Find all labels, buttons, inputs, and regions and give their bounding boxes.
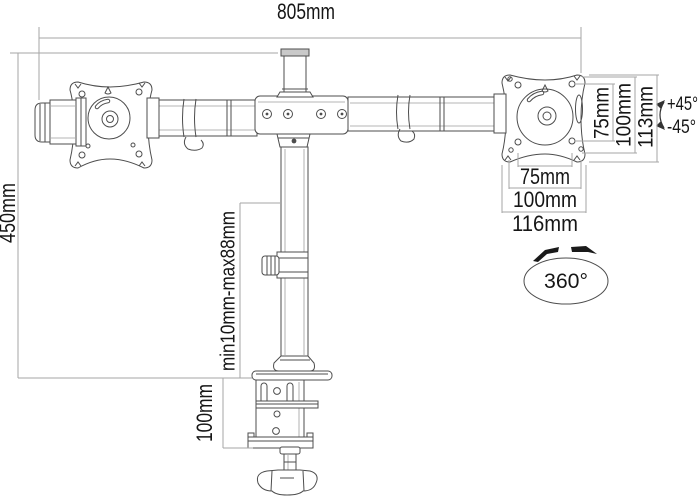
right-plate-corner-notches — [504, 75, 581, 161]
left-cable-clip — [182, 98, 204, 151]
width-805-label: 805mm — [277, 0, 335, 24]
height-450-label: 450mm — [0, 183, 20, 243]
tilt-indicator: +45° -45° — [656, 94, 698, 138]
dimension-right-horizontal: 75mm 100mm 116mm — [501, 153, 587, 236]
rotation-arrow-right — [571, 246, 597, 254]
right-vesa-plate — [501, 74, 586, 163]
clamp-top-plate — [251, 370, 333, 381]
left-vesa-plate — [69, 81, 153, 169]
pole-top-cap — [280, 48, 310, 57]
tilt-arrow-up — [656, 100, 665, 109]
clamp-height-label: 100mm — [192, 384, 217, 442]
crossbar-left-tube — [149, 99, 258, 137]
dimension-clamp-range: min10mm-max88mm — [217, 202, 280, 378]
right-plate-center-bolt — [537, 106, 557, 126]
dimension-right-vertical: 75mm 100mm 113mm — [574, 74, 659, 163]
desk-clamp — [247, 370, 333, 496]
left-tube-adapter-ring — [146, 97, 160, 139]
tilt-up-label: +45° — [667, 94, 698, 115]
left-plate-rotation-disc — [87, 96, 131, 140]
vesa-v-100-label: 100mm — [613, 83, 636, 147]
vesa-v-75-label: 75mm — [591, 87, 614, 139]
dimension-height-450: 450mm — [0, 52, 278, 379]
hub-collar — [276, 133, 311, 148]
vesa-h-100-label: 100mm — [513, 187, 577, 212]
dimension-width-805: 805mm — [38, 0, 582, 100]
hub-screws — [262, 109, 347, 119]
clamp-range-label: min10mm-max88mm — [217, 211, 239, 371]
rotation-arrow-left — [533, 247, 559, 262]
right-tube-adapter-ring — [493, 93, 507, 134]
height-adjust-collar — [261, 251, 309, 279]
tilt-down-label: -45° — [667, 117, 696, 138]
tilt-arrow-down — [656, 121, 665, 130]
clamp-hand-knob — [256, 469, 318, 496]
clamp-screw-nut — [279, 446, 301, 455]
right-cable-clip — [396, 94, 416, 143]
pole-top-stub — [276, 48, 314, 98]
crossbar-right-tube — [347, 96, 506, 132]
plate-height-113-label: 113mm — [635, 86, 658, 148]
plate-width-116-label: 116mm — [512, 211, 578, 236]
pole-base-cone — [273, 355, 315, 372]
rotation-label: 360° — [544, 270, 588, 293]
clamp-lower-jaw — [247, 436, 314, 449]
center-hub — [254, 95, 349, 135]
right-plate-edge-slot — [575, 94, 583, 124]
left-plate-center-bolt — [101, 110, 119, 128]
dimension-clamp-height-100: 100mm — [192, 378, 253, 449]
rotation-360-indicator: 360° — [523, 246, 609, 305]
vesa-h-75-label: 75mm — [520, 164, 570, 189]
left-plate-corner-notches — [74, 82, 146, 167]
left-arm-end-cap — [34, 97, 87, 147]
right-plate-rotation-disc — [516, 88, 574, 146]
left-plate-keyhole-tab — [104, 85, 112, 95]
